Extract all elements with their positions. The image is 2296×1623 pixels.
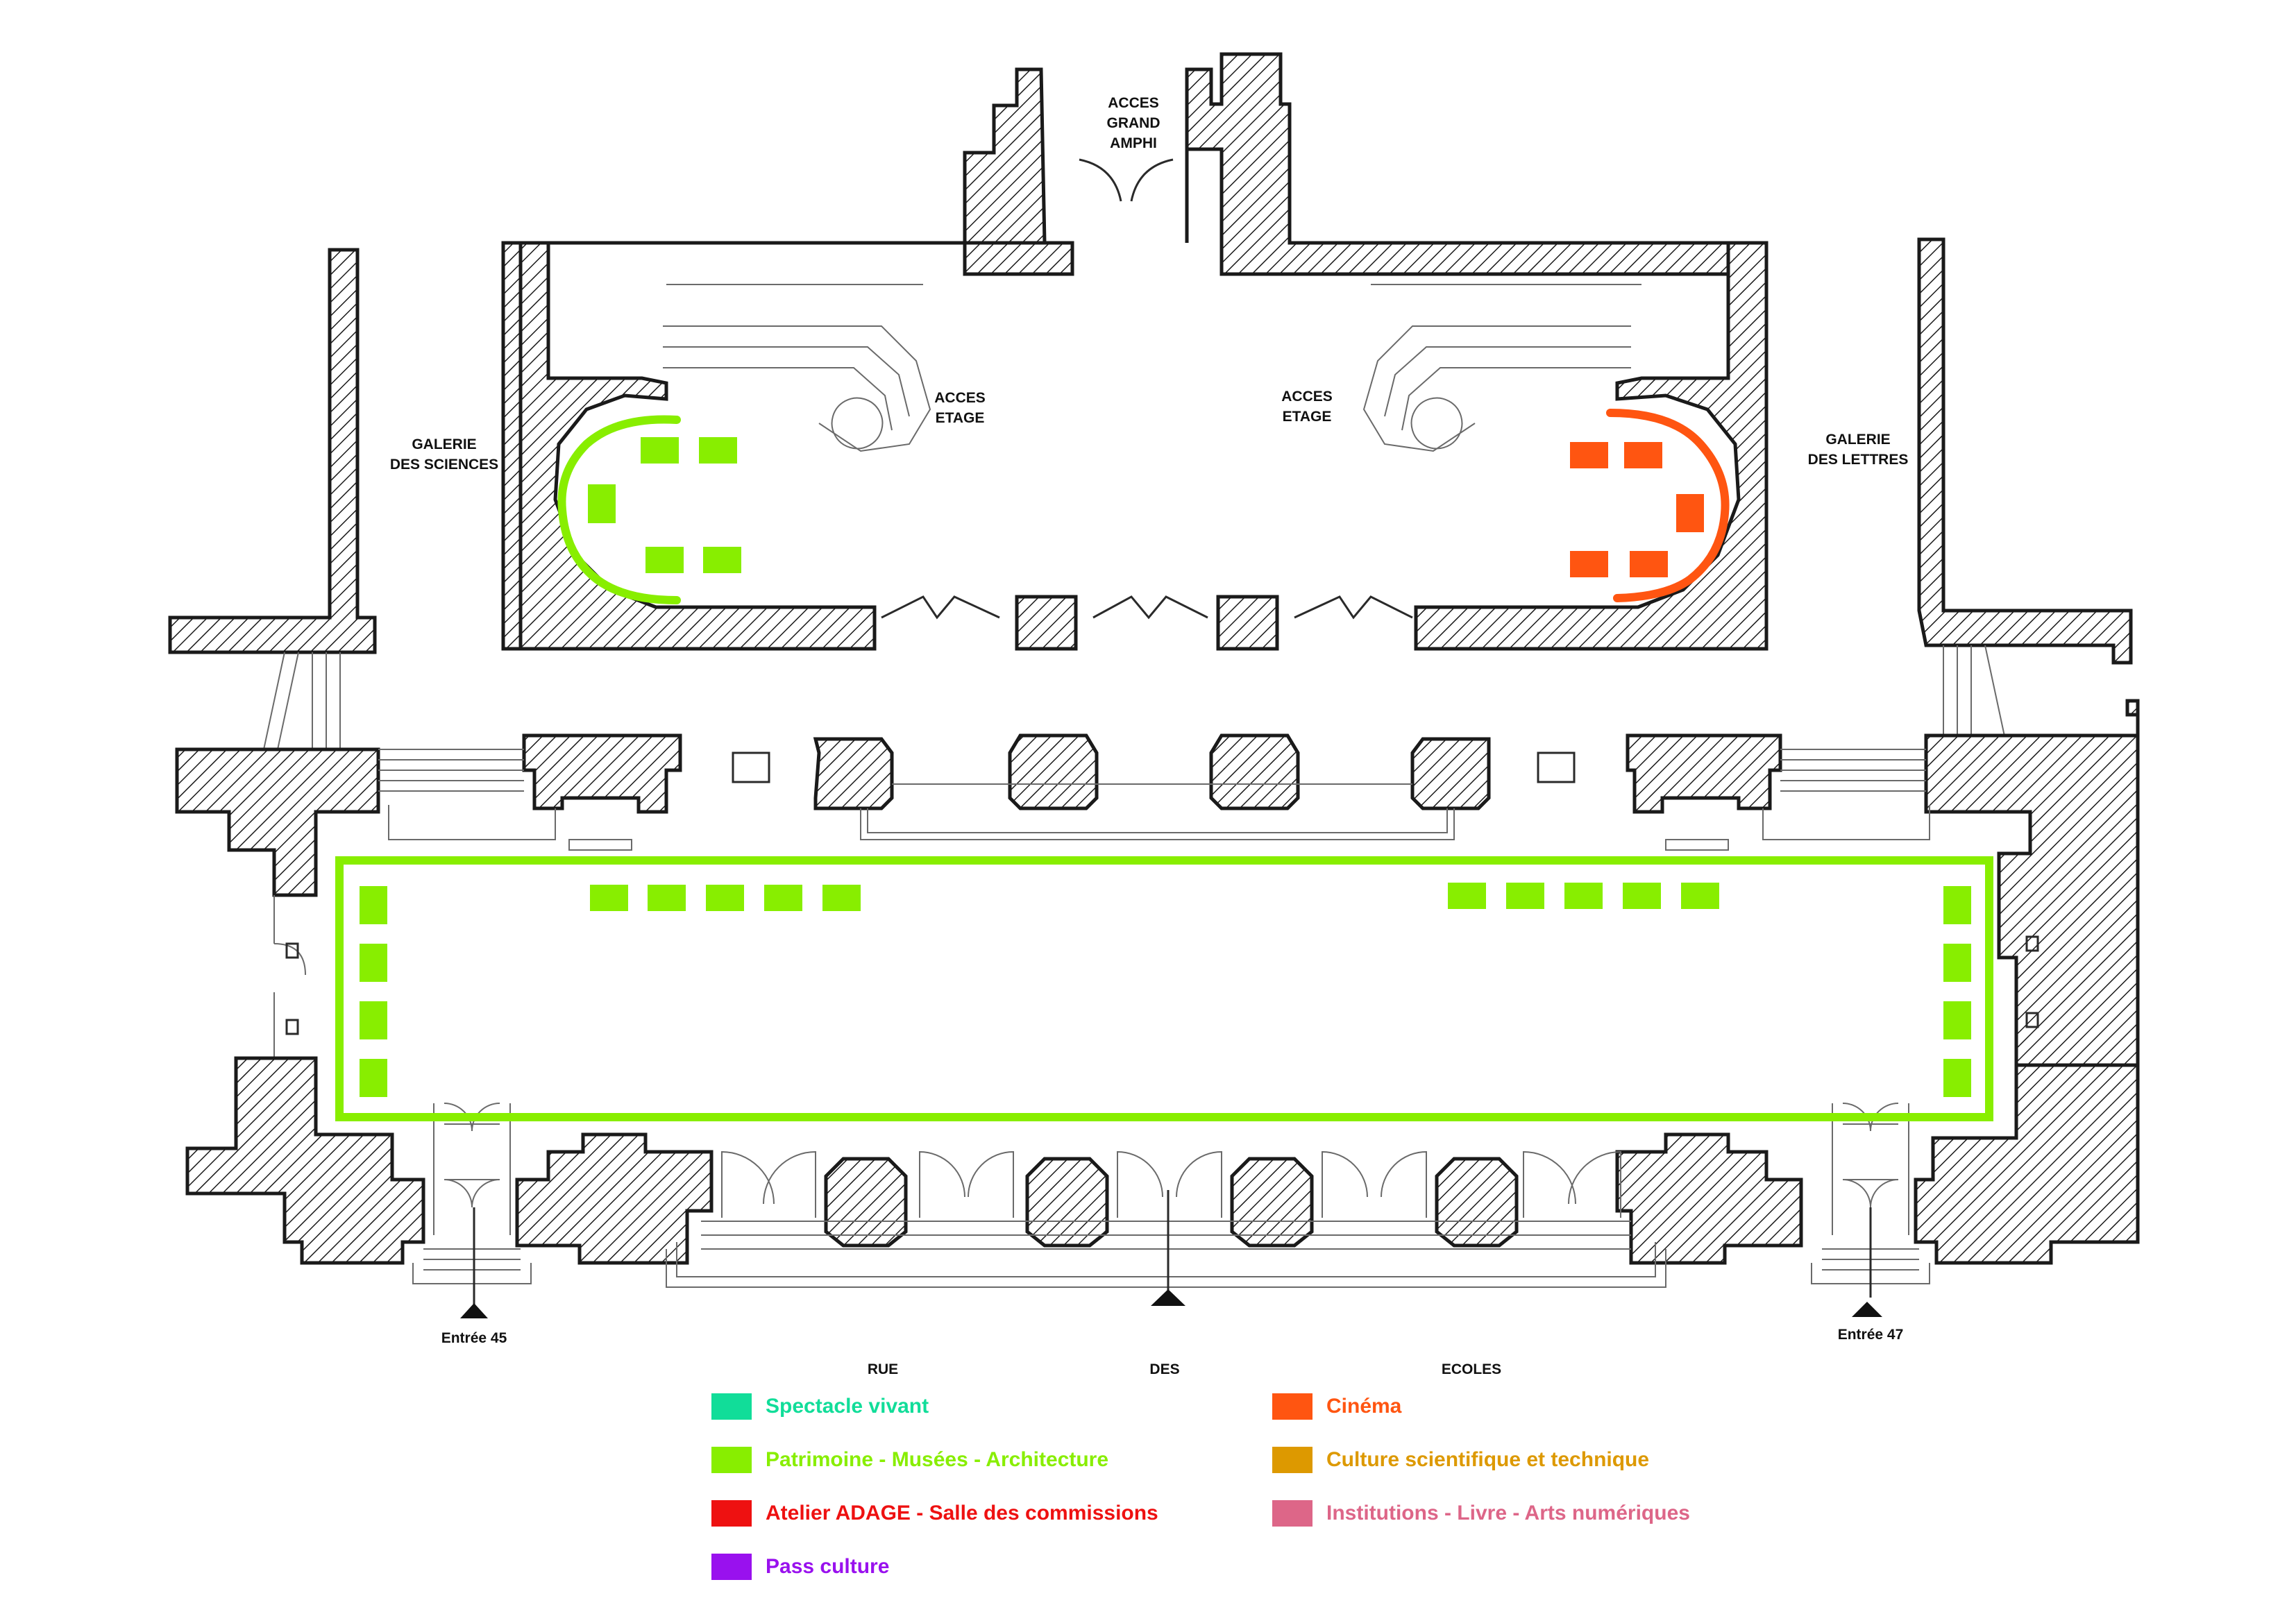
upper-doors bbox=[881, 158, 1413, 620]
stand-cinema-2 bbox=[1624, 442, 1662, 468]
stand-main-top-4 bbox=[764, 885, 802, 911]
stairs-left bbox=[663, 284, 931, 452]
legend-label-institutions: Institutions - Livre - Arts numériques bbox=[1326, 1502, 1690, 1524]
legend-label-culture-scientifique: Culture scientifique et technique bbox=[1326, 1448, 1650, 1471]
label-street-des: DES bbox=[1149, 1361, 1179, 1377]
legend-label-atelier-adage: Atelier ADAGE - Salle des commissions bbox=[766, 1502, 1158, 1524]
upper-hall-walls bbox=[501, 52, 1769, 651]
stand-patrimoine-ul-4 bbox=[645, 547, 684, 573]
legend-label-cinema: Cinéma bbox=[1326, 1395, 1402, 1418]
stand-cinema-1 bbox=[1570, 442, 1608, 468]
legend-item-atelier-adage: Atelier ADAGE - Salle des commissions bbox=[711, 1498, 1158, 1529]
entree-47-arrow-icon bbox=[1852, 1302, 1882, 1317]
gallery-left-wall bbox=[168, 248, 377, 750]
legend-swatch-institutions bbox=[1272, 1500, 1312, 1527]
legend-swatch-patrimoine bbox=[711, 1447, 752, 1473]
main-hall-north-wall bbox=[175, 699, 2140, 1067]
patrimoine-zone-upper-left bbox=[557, 415, 741, 604]
legend-item-patrimoine: Patrimoine - Musées - Architecture bbox=[711, 1445, 1108, 1475]
legend-swatch-cinema bbox=[1272, 1393, 1312, 1420]
stand-main-right-1 bbox=[1943, 886, 1971, 924]
stand-main-top-6 bbox=[1448, 883, 1486, 909]
stand-main-top-1 bbox=[590, 885, 628, 911]
stand-main-top-8 bbox=[1564, 883, 1603, 909]
stand-main-top-7 bbox=[1506, 883, 1544, 909]
stand-patrimoine-ul-2 bbox=[699, 437, 737, 464]
cinema-arc-right bbox=[1606, 409, 1730, 602]
entrance-47-vestibule bbox=[1811, 1103, 1930, 1298]
entrance-45-vestibule bbox=[412, 1103, 532, 1305]
stand-main-right-3 bbox=[1943, 1001, 1971, 1039]
main-entrance-arrow-icon bbox=[1151, 1289, 1185, 1306]
label-acces-etage-right-1: ACCES bbox=[1281, 389, 1333, 405]
legend-swatch-atelier-adage bbox=[711, 1500, 752, 1527]
stand-patrimoine-ul-3 bbox=[588, 484, 616, 523]
stand-main-right-2 bbox=[1943, 944, 1971, 982]
label-galerie-lettres-1: GALERIE bbox=[1825, 432, 1890, 448]
label-galerie-sciences-2: DES SCIENCES bbox=[390, 457, 498, 473]
stand-main-top-5 bbox=[822, 885, 861, 911]
label-acces-grand-amphi-2: GRAND bbox=[1107, 115, 1160, 131]
label-entree-47: Entrée 47 bbox=[1838, 1327, 1904, 1343]
cinema-zone-upper-right bbox=[1570, 409, 1730, 602]
stand-main-top-2 bbox=[648, 885, 686, 911]
gallery-right-wall bbox=[1917, 237, 2133, 743]
stand-patrimoine-ul-5 bbox=[703, 547, 741, 573]
legend-swatch-pass-culture bbox=[711, 1554, 752, 1580]
legend-item-culture-scientifique: Culture scientifique et technique bbox=[1272, 1445, 1649, 1475]
stand-cinema-5 bbox=[1630, 551, 1668, 577]
label-street-ecoles: ECOLES bbox=[1442, 1361, 1501, 1377]
entree-45-arrow-icon bbox=[460, 1303, 488, 1318]
legend-label-patrimoine: Patrimoine - Musées - Architecture bbox=[766, 1448, 1109, 1471]
legend-item-spectacle-vivant: Spectacle vivant bbox=[711, 1391, 929, 1422]
stand-main-left-4 bbox=[360, 1059, 387, 1097]
main-hall-south-wall bbox=[185, 1056, 2140, 1265]
stand-main-left-2 bbox=[360, 944, 387, 982]
legend: Spectacle vivant Cinéma Patrimoine - Mus… bbox=[711, 1391, 1753, 1599]
stairs-right bbox=[1362, 284, 1641, 452]
label-acces-etage-left-1: ACCES bbox=[934, 390, 986, 406]
label-acces-grand-amphi-3: AMPHI bbox=[1110, 135, 1157, 151]
legend-label-pass-culture: Pass culture bbox=[766, 1555, 890, 1578]
stand-main-top-10 bbox=[1681, 883, 1719, 909]
legend-swatch-spectacle-vivant bbox=[711, 1393, 752, 1420]
stand-cinema-4 bbox=[1570, 551, 1608, 577]
stand-main-right-4 bbox=[1943, 1059, 1971, 1097]
legend-label-spectacle-vivant: Spectacle vivant bbox=[766, 1395, 929, 1418]
north-corridor-steps bbox=[378, 749, 1930, 851]
label-galerie-lettres-2: DES LETTRES bbox=[1808, 452, 1909, 468]
label-entree-45: Entrée 45 bbox=[441, 1330, 507, 1346]
patrimoine-outline-main bbox=[335, 856, 1993, 1121]
stand-cinema-3 bbox=[1676, 494, 1704, 532]
patrimoine-arc-left bbox=[557, 415, 681, 604]
legend-swatch-culture-scientifique bbox=[1272, 1447, 1312, 1473]
stand-main-left-1 bbox=[360, 886, 387, 924]
south-doors bbox=[666, 1150, 1666, 1305]
legend-item-institutions: Institutions - Livre - Arts numériques bbox=[1272, 1498, 1690, 1529]
legend-item-cinema: Cinéma bbox=[1272, 1391, 1401, 1422]
stand-main-left-3 bbox=[360, 1001, 387, 1039]
label-acces-etage-left-2: ETAGE bbox=[936, 410, 985, 426]
legend-item-pass-culture: Pass culture bbox=[711, 1552, 889, 1582]
label-galerie-sciences-1: GALERIE bbox=[412, 436, 476, 452]
patrimoine-zone-main-hall bbox=[335, 856, 1993, 1121]
label-acces-grand-amphi-1: ACCES bbox=[1108, 95, 1159, 111]
stand-patrimoine-ul-1 bbox=[641, 437, 679, 464]
stand-main-top-3 bbox=[706, 885, 744, 911]
stand-main-top-9 bbox=[1623, 883, 1661, 909]
label-acces-etage-right-2: ETAGE bbox=[1283, 409, 1332, 425]
label-street-rue: RUE bbox=[868, 1361, 898, 1377]
west-door-zone bbox=[273, 895, 2039, 1058]
